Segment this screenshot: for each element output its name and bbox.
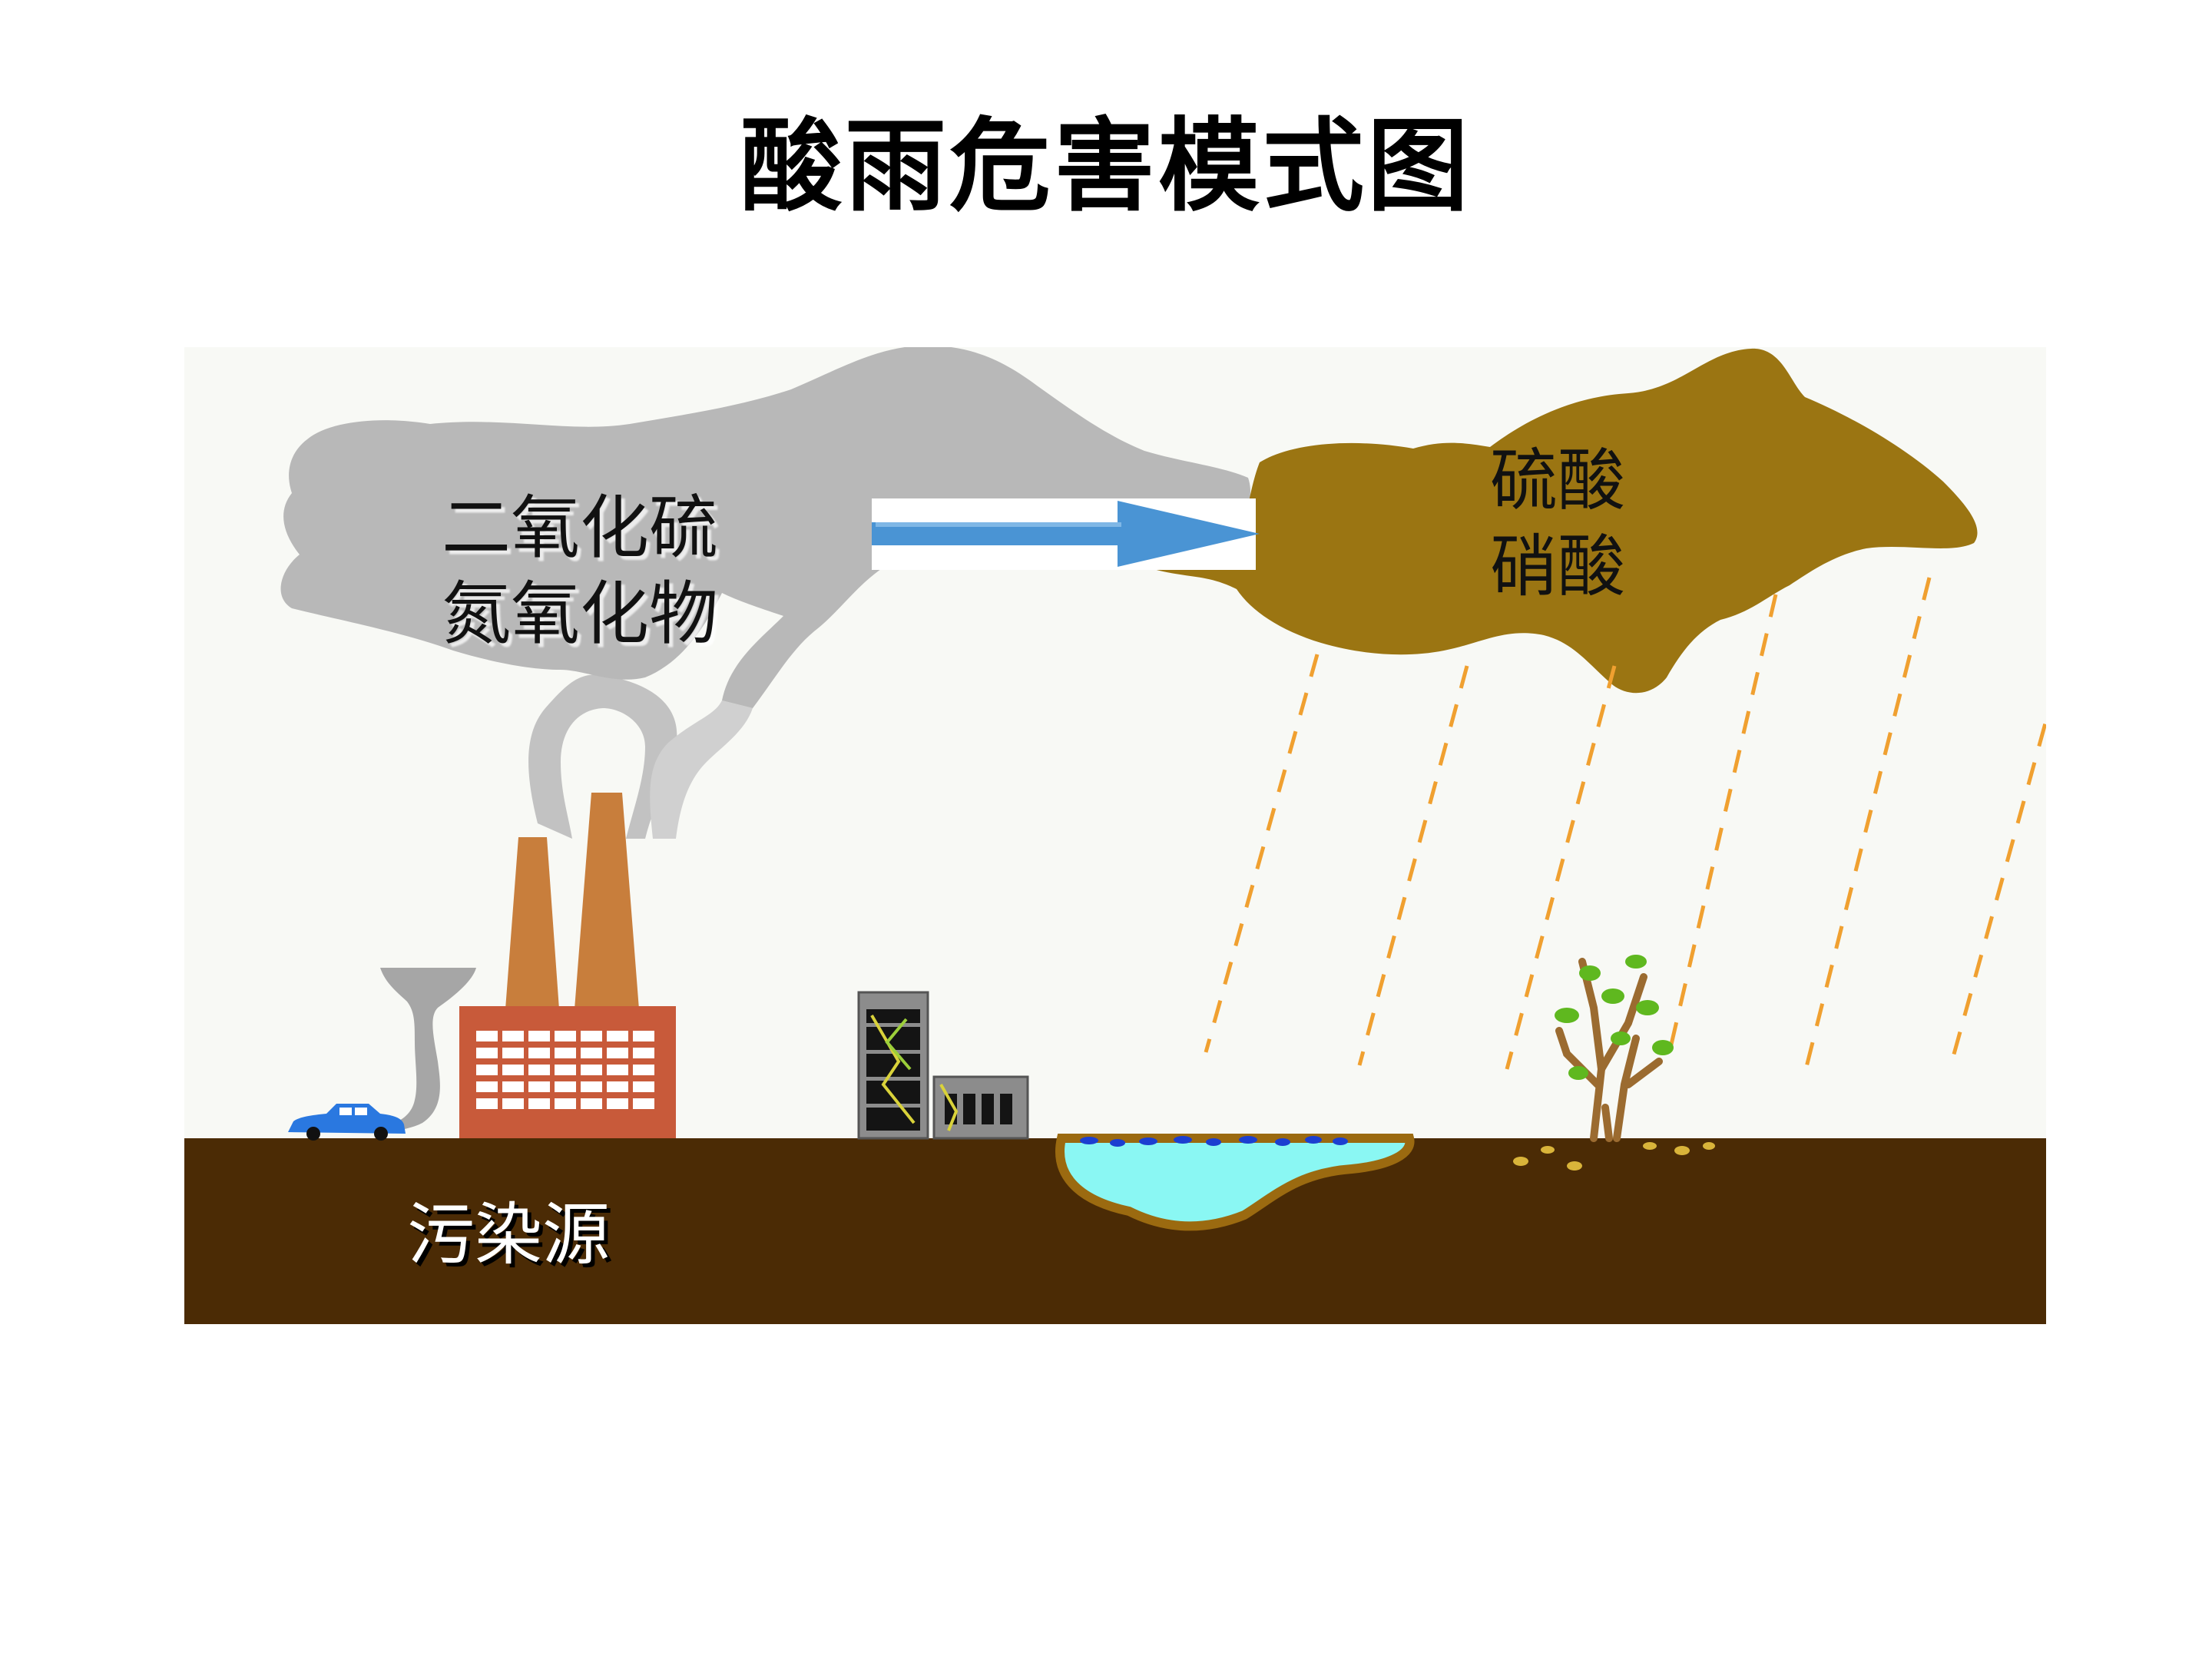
sulfur-dioxide-label: 二氧化硫	[442, 488, 718, 568]
factory-icon	[459, 1006, 676, 1138]
page-title: 酸雨危害模式图	[740, 108, 1472, 226]
chimney-icon	[505, 793, 639, 1009]
water-ripples	[1080, 1136, 1348, 1147]
acid-rain-icon	[1204, 577, 2046, 1074]
pond-icon	[1055, 1134, 1415, 1231]
tree-icon	[1513, 955, 1715, 1171]
car-icon	[288, 1104, 406, 1141]
nitrogen-oxides-label: 氮氧化物	[442, 574, 718, 654]
conversion-arrow-icon	[872, 498, 1260, 570]
acid-label: 硫酸 硝酸	[1490, 438, 1625, 610]
sulfuric-acid-label: 硫酸	[1490, 441, 1626, 520]
pollution-source-label: 污染源	[407, 1195, 611, 1274]
smoke-plume-icon	[528, 674, 753, 839]
acid-cloud-icon	[1133, 348, 1978, 694]
nitric-acid-label: 硝酸	[1490, 527, 1626, 606]
smog-cloud-icon	[280, 347, 1250, 708]
acid-rain-diagram: 二氧化硫 氮氧化物 硫酸 硝酸 污染源	[184, 347, 2046, 1324]
diagram-canvas	[184, 347, 2046, 1324]
exhaust-smoke-icon	[380, 968, 476, 1132]
gas-label: 二氧化硫 氮氧化物	[442, 485, 718, 657]
building-icon	[857, 991, 1029, 1140]
